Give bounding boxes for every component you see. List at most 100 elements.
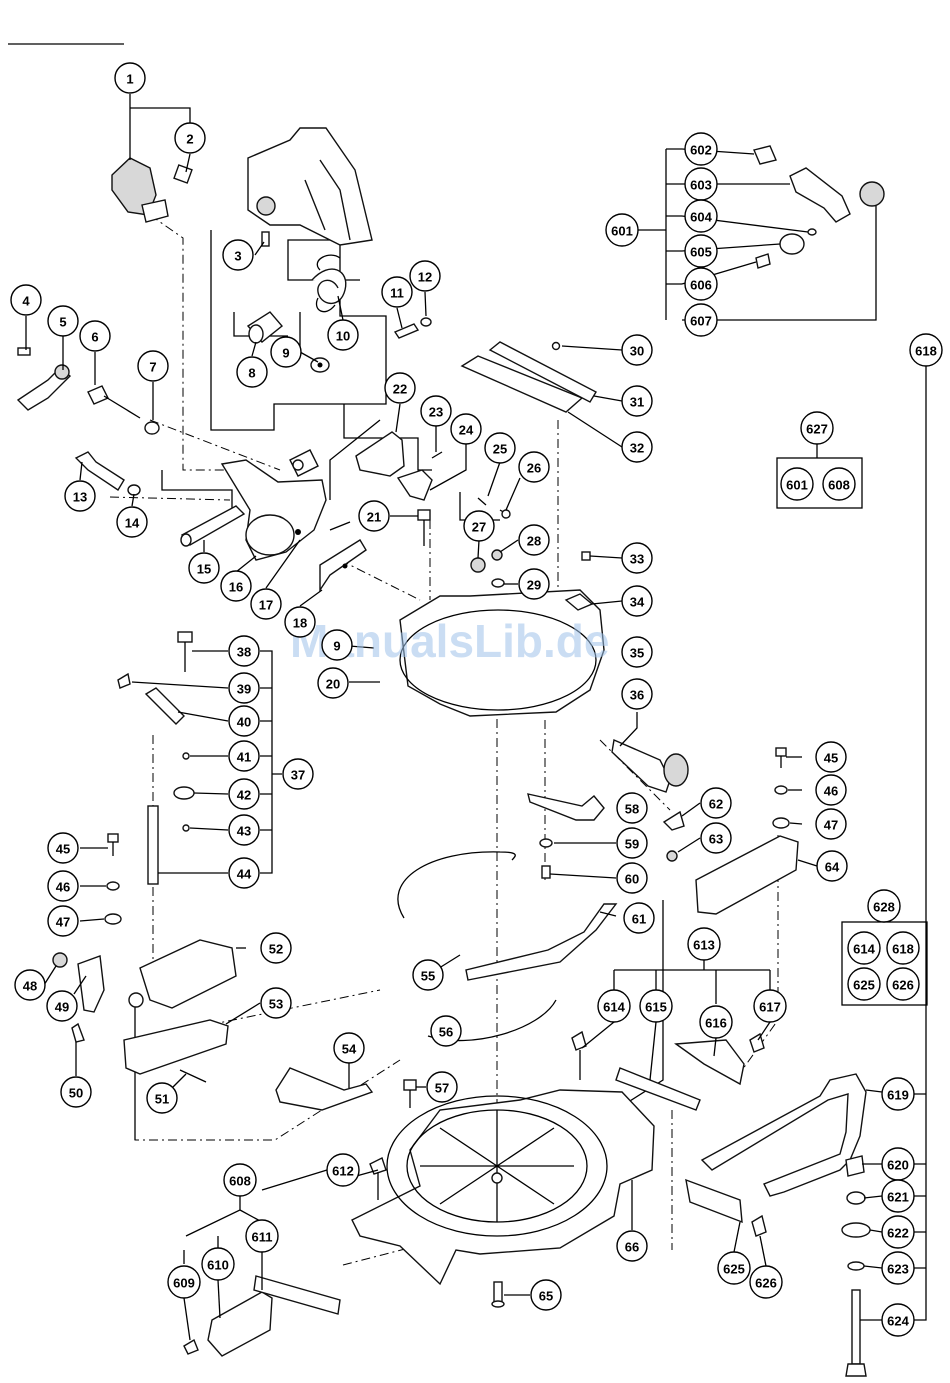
- callout-9: 9: [321, 629, 353, 661]
- callout-5: 5: [47, 305, 79, 337]
- callout-label: 4: [22, 294, 30, 309]
- callout-606: 606: [684, 267, 718, 301]
- handle-54: [275, 1067, 374, 1111]
- callout-circle: [245, 1219, 279, 1253]
- callout-circle: [881, 1303, 915, 1337]
- callout-circle: [621, 385, 653, 417]
- callout-17: 17: [250, 588, 282, 620]
- callout-6: 6: [79, 320, 111, 352]
- callout-27: 27: [463, 510, 495, 542]
- callout-47: 47: [815, 808, 847, 840]
- callout-16: 16: [220, 570, 252, 602]
- callout-circle: [753, 989, 787, 1023]
- callout-label: 1: [126, 72, 133, 87]
- callout-53: 53: [260, 987, 292, 1019]
- callout-circle: [847, 931, 881, 965]
- callout-26: 26: [518, 451, 550, 483]
- callout-label: 613: [693, 938, 715, 953]
- leader-lines: [25, 94, 927, 1341]
- callout-626: 626: [749, 1265, 783, 1299]
- callout-label: 54: [342, 1042, 357, 1057]
- lever-part: [16, 367, 72, 411]
- callout-label: 22: [393, 382, 407, 397]
- callout-label: 44: [237, 867, 252, 882]
- callout-label: 608: [828, 478, 850, 493]
- callout-circle: [222, 239, 254, 271]
- tag-part: [173, 164, 193, 184]
- callout-label: 624: [887, 1314, 909, 1329]
- callout-label: 622: [887, 1226, 909, 1241]
- callout-label: 625: [853, 978, 875, 993]
- callout-circle: [270, 336, 302, 368]
- callout-label: 35: [630, 646, 644, 661]
- callout-608: 608: [223, 1163, 257, 1197]
- callout-label: 48: [23, 979, 37, 994]
- callout-circle: [822, 467, 856, 501]
- callout-label: 49: [55, 1000, 69, 1015]
- callout-618: 618: [886, 931, 920, 965]
- callout-circle: [327, 319, 359, 351]
- callout-label: 62: [709, 797, 723, 812]
- callout-label: 38: [237, 645, 251, 660]
- callout-circle: [616, 827, 648, 859]
- callout-circle: [116, 506, 148, 538]
- callout-615: 615: [639, 989, 673, 1023]
- fence-64: [695, 835, 799, 915]
- callout-circle: [420, 395, 452, 427]
- callout-label: 23: [429, 405, 443, 420]
- callout-612: 612: [326, 1153, 360, 1187]
- callout-circle: [326, 1153, 360, 1187]
- callout-44: 44: [228, 857, 260, 889]
- callout-label: 620: [887, 1158, 909, 1173]
- callout-label: 16: [229, 580, 243, 595]
- callout-label: 626: [755, 1276, 777, 1291]
- handle-housing: [247, 127, 373, 246]
- callout-10: 10: [327, 319, 359, 351]
- callout-624: 624: [881, 1303, 915, 1337]
- callout-circle: [847, 967, 881, 1001]
- callout-circle: [228, 672, 260, 704]
- callout-label: 11: [390, 286, 404, 301]
- callout-circle: [518, 451, 550, 483]
- callout-59: 59: [616, 827, 648, 859]
- callout-circle: [47, 870, 79, 902]
- callout-circle: [137, 350, 169, 382]
- guard-bracket: [355, 431, 405, 477]
- callout-label: 614: [853, 942, 875, 957]
- callout-label: 27: [472, 520, 486, 535]
- callout-circle: [700, 822, 732, 854]
- callout-circle: [881, 1077, 915, 1111]
- callout-circle: [47, 832, 79, 864]
- callout-circle: [146, 1082, 178, 1114]
- callout-50: 50: [60, 1076, 92, 1108]
- callout-circle: [616, 1230, 648, 1262]
- callout-circle: [881, 1215, 915, 1249]
- callout-620: 620: [881, 1147, 915, 1181]
- callout-56: 56: [430, 1015, 462, 1047]
- callout-25: 25: [484, 432, 516, 464]
- callout-label: 30: [630, 344, 644, 359]
- callout-21: 21: [358, 500, 390, 532]
- callout-20: 20: [317, 667, 349, 699]
- callout-circle: [530, 1279, 562, 1311]
- callout-label: 41: [237, 750, 251, 765]
- rod-44: [147, 805, 159, 885]
- callout-circle: [687, 927, 721, 961]
- callout-circle: [60, 1076, 92, 1108]
- callout-60: 60: [616, 862, 648, 894]
- callout-circle: [881, 1179, 915, 1213]
- callout-circle: [381, 276, 413, 308]
- callout-circle: [384, 372, 416, 404]
- callout-7: 7: [137, 350, 169, 382]
- ring-61: [465, 903, 618, 981]
- callout-34: 34: [621, 585, 653, 617]
- callout-circle: [699, 1005, 733, 1039]
- callout-602: 602: [684, 132, 718, 166]
- callout-circle: [621, 542, 653, 574]
- callout-628: 628: [867, 889, 901, 923]
- callout-circle: [223, 1163, 257, 1197]
- callout-circle: [816, 850, 848, 882]
- callout-circle: [639, 989, 673, 1023]
- callout-605: 605: [684, 234, 718, 268]
- callout-circle: [220, 570, 252, 602]
